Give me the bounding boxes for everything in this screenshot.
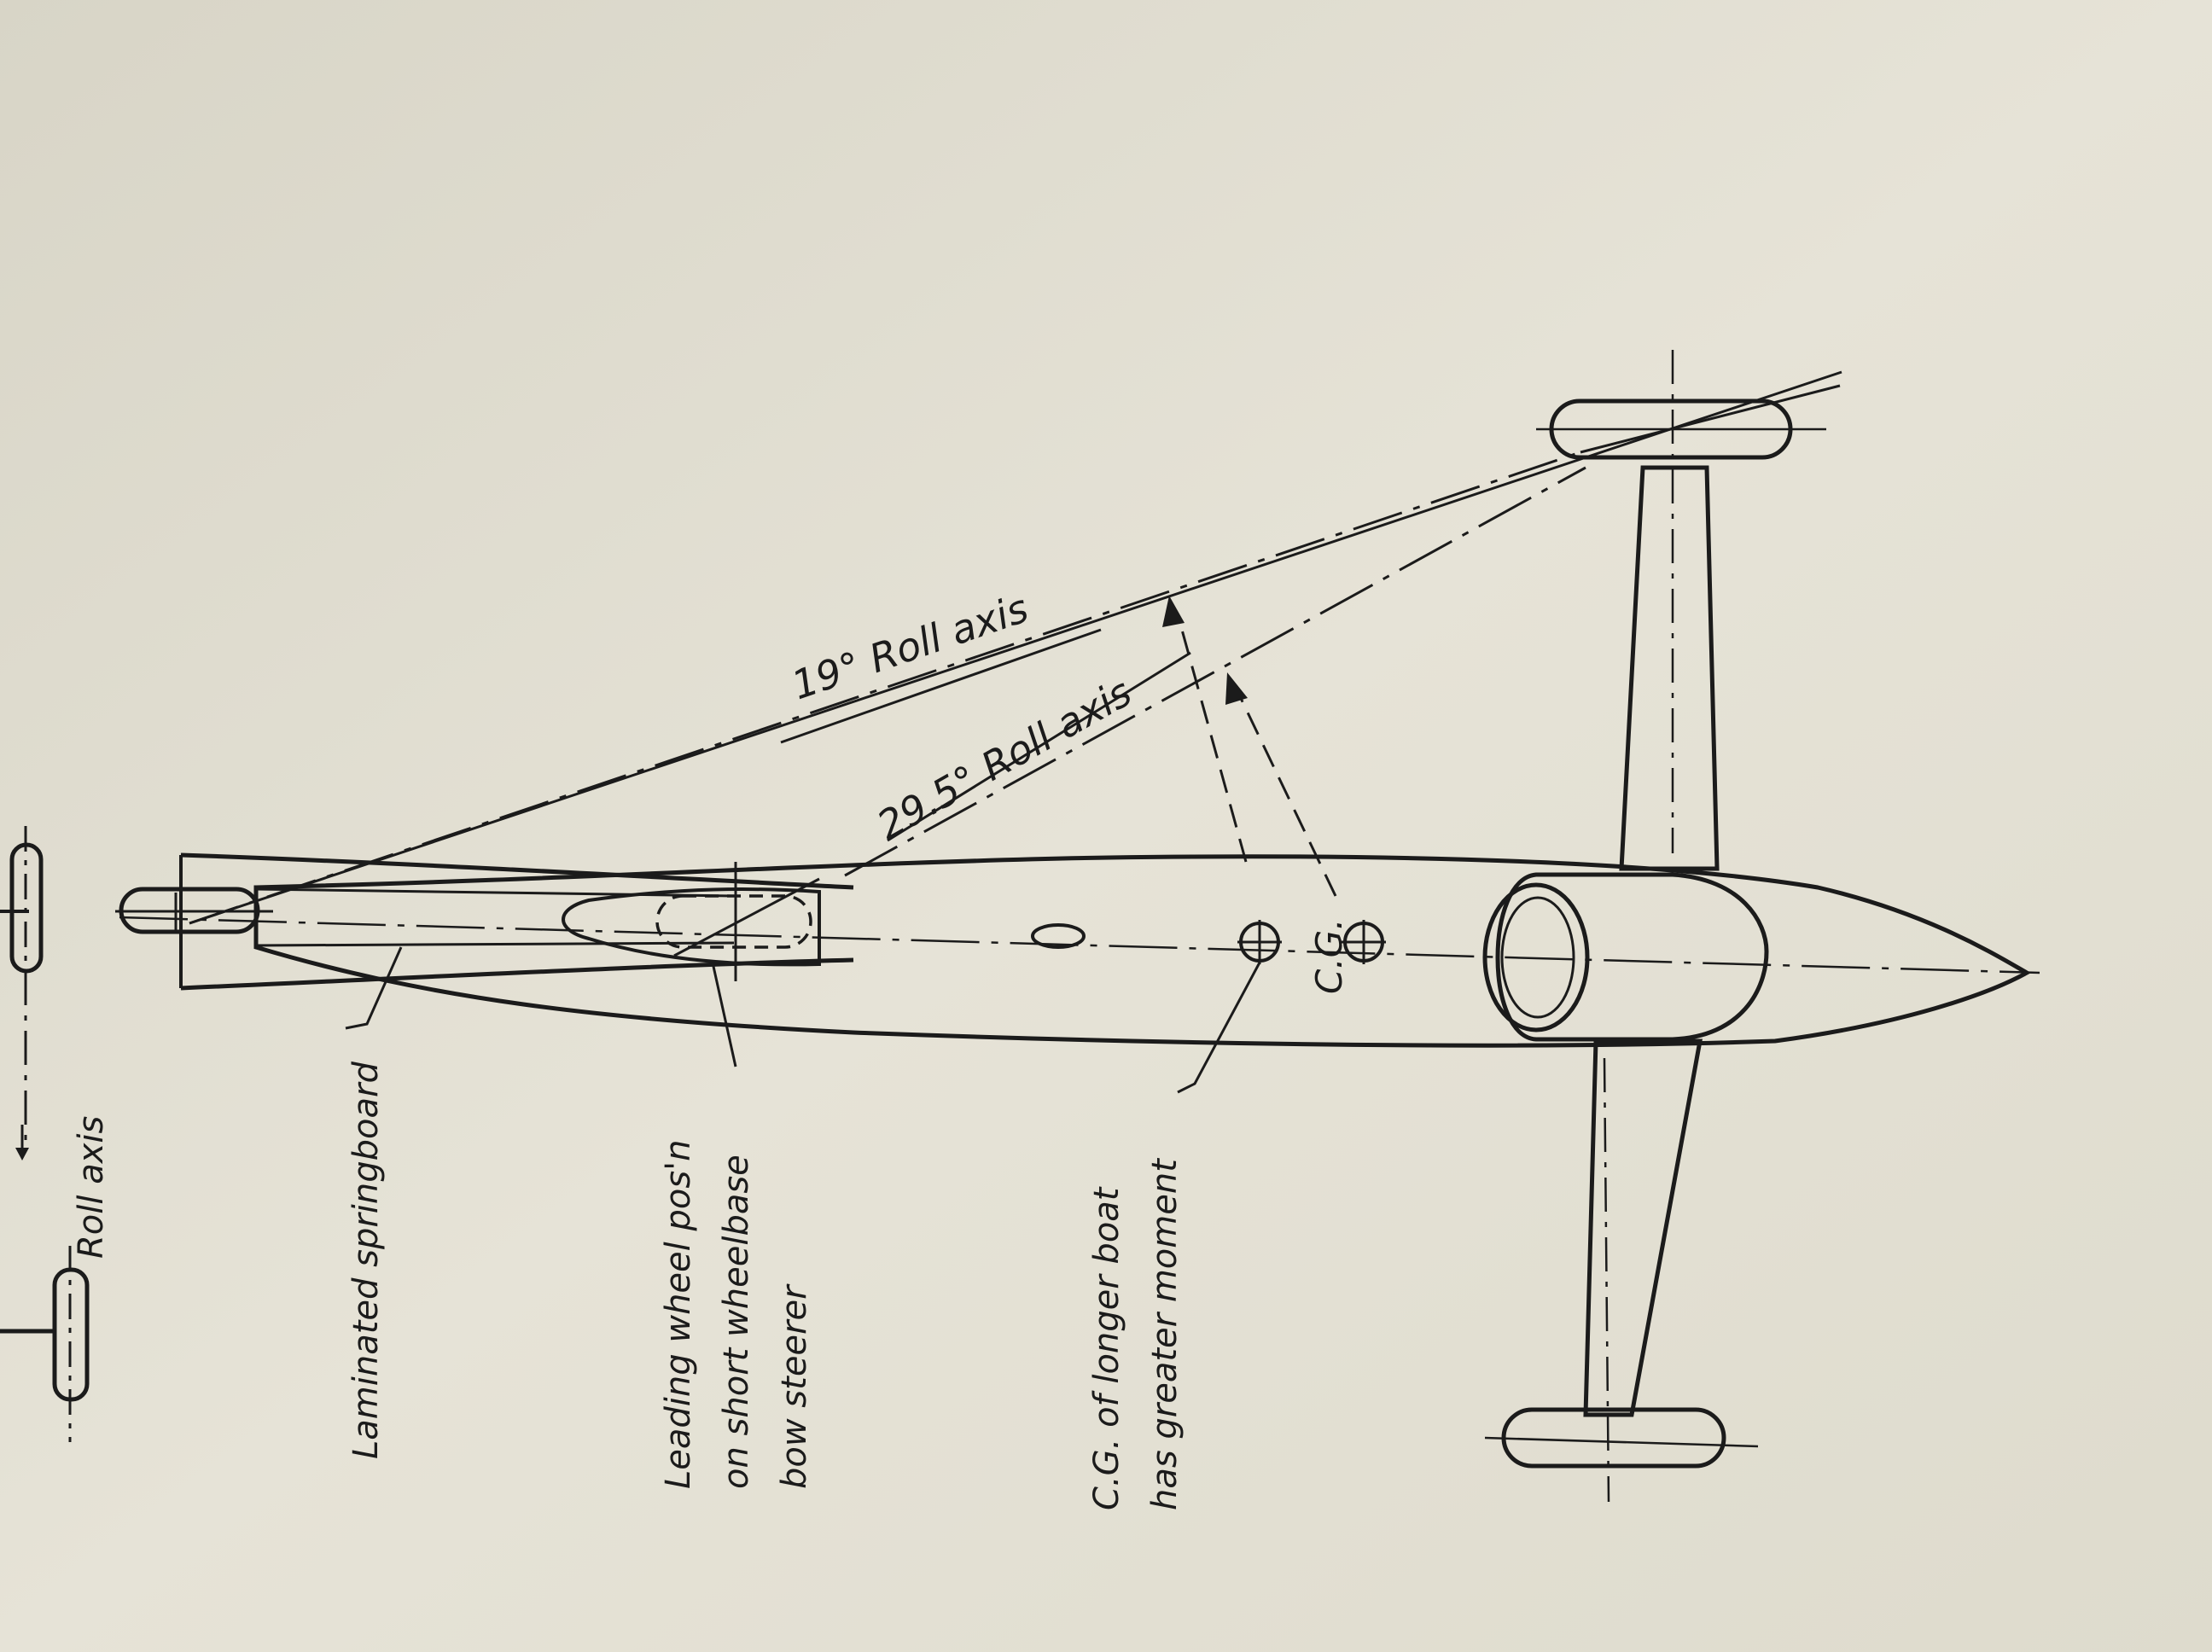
cg-longer-line-1: C.G. of longer boat xyxy=(1087,1186,1126,1510)
roll-axis-left-label: Roll axis xyxy=(72,1116,111,1259)
cg-longer-leader xyxy=(1177,962,1261,1094)
roll-axis-lines xyxy=(189,370,1842,925)
hull-centerline xyxy=(119,916,2040,974)
hull-fitting xyxy=(1031,923,1086,949)
springboard-leader xyxy=(345,946,403,1030)
arrow-shaft-19 xyxy=(1176,614,1248,863)
cg-markers xyxy=(1237,920,1386,964)
lower-outrigger xyxy=(1583,1038,1703,1417)
arrowhead-19 xyxy=(1162,596,1185,627)
arrowhead-29 xyxy=(1225,672,1248,705)
rear-outriggers xyxy=(1484,350,1826,1503)
roll-axis-19-extension xyxy=(189,370,1842,925)
roll-axis-29-underline xyxy=(887,651,1191,842)
springboard-label: Laminated springboard xyxy=(346,1062,386,1459)
roll-axis-19-underline xyxy=(780,628,1102,744)
leading-wheel-line-2: on short wheelbase xyxy=(717,1155,756,1489)
leading-wheel-position xyxy=(655,894,812,949)
cockpit xyxy=(1482,872,1769,1042)
leading-wheel-line-1: Leading wheel pos'n xyxy=(659,1139,698,1489)
left-partial-drawing xyxy=(0,826,90,1442)
leading-wheel-line-3: bow steerer xyxy=(775,1283,814,1489)
arrow-shaft-29 xyxy=(1236,690,1337,897)
upper-outrigger xyxy=(1619,465,1720,871)
roll-axis-29-line xyxy=(844,466,1586,877)
boat-hull xyxy=(119,854,2040,1048)
cg-label: C.G. xyxy=(1308,918,1350,994)
leader-lines xyxy=(345,946,1261,1094)
leading-wheel-leader xyxy=(711,962,737,1067)
moment-arrows xyxy=(1162,596,1337,897)
cg-longer-line-2: has greater moment xyxy=(1145,1158,1185,1510)
springboard xyxy=(115,852,854,991)
roll-axis-19-end xyxy=(1580,384,1841,454)
leading-wheel xyxy=(562,862,821,981)
